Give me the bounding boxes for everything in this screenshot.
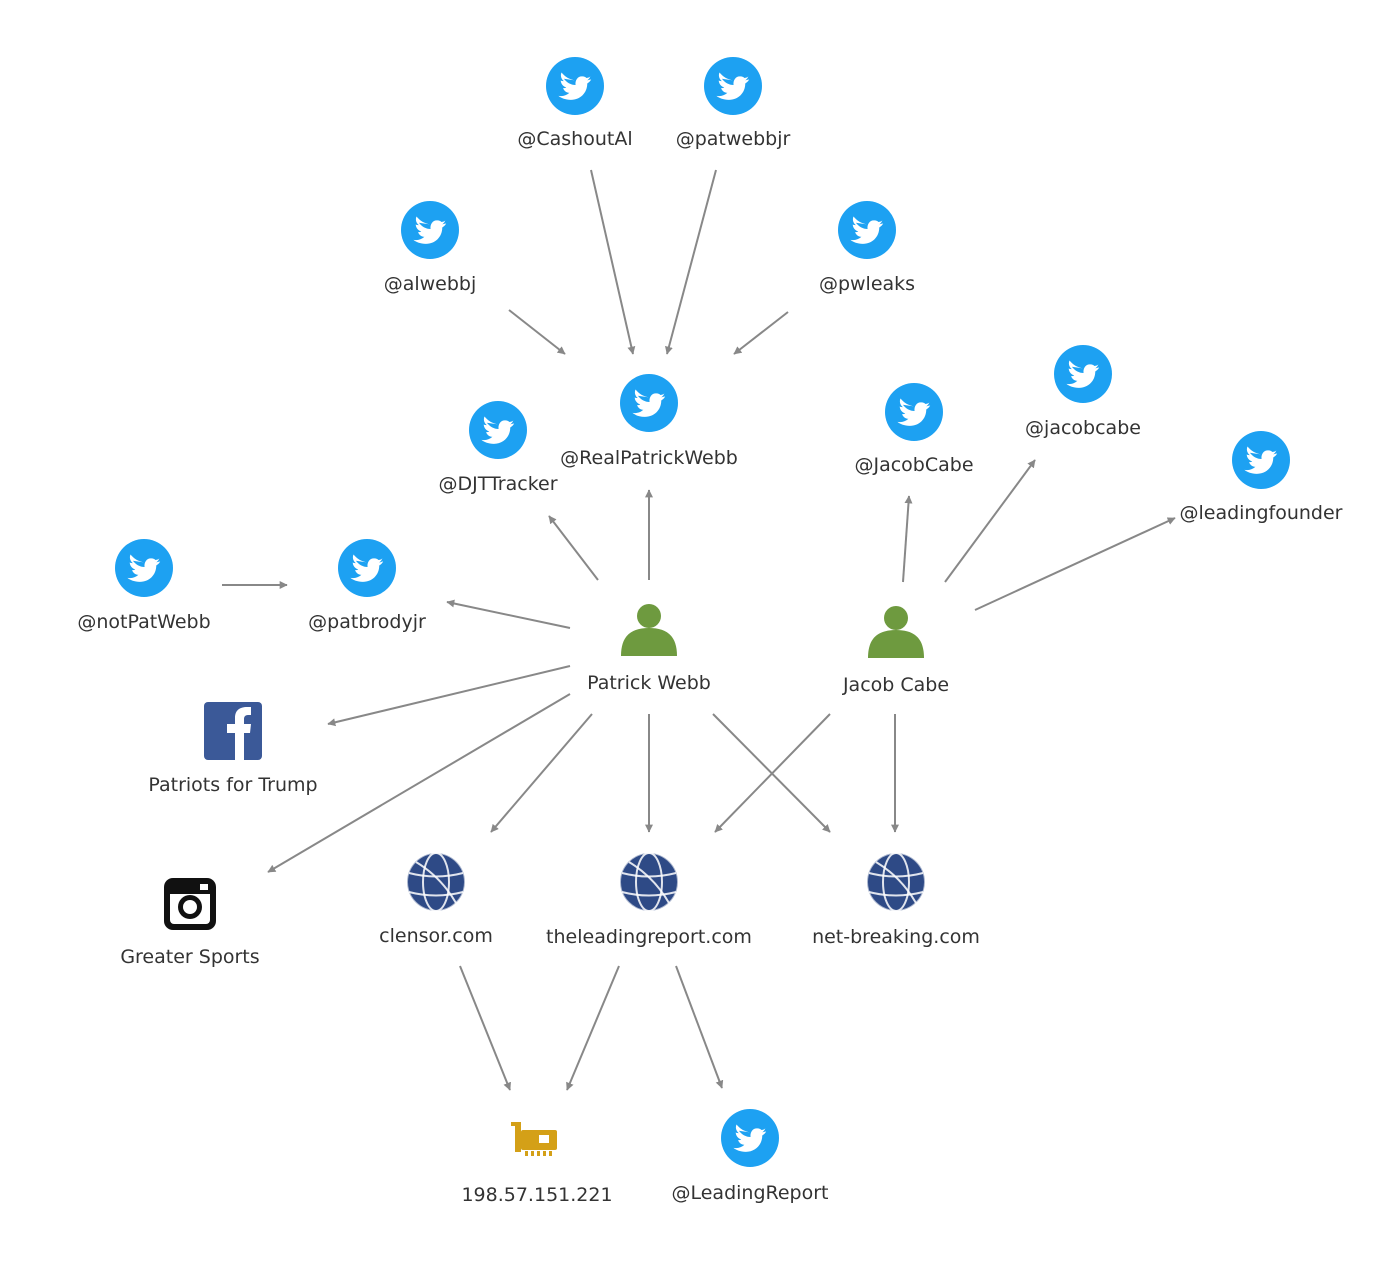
twitter-icon (1054, 345, 1112, 403)
edge-leadingreport-to-ip (566, 965, 620, 1091)
twitter-icon (401, 201, 459, 259)
twitter-icon (1232, 431, 1290, 489)
node-label: clensor.com (379, 925, 493, 947)
edge-patrickwebb-to-clensor (490, 713, 593, 833)
nodes-layer: @CashoutAl @patwebbjr @alwebbj @pwleaks @Rea… (77, 57, 1343, 1206)
node-jacobcabe_cap[interactable]: @JacobCabe (854, 383, 974, 476)
twitter-icon (115, 539, 173, 597)
person-icon (621, 604, 677, 656)
edge-patrickwebb-to-djttracker (548, 515, 599, 581)
edge-jacobcabe_person-to-jacobcabe_cap (902, 495, 913, 583)
twitter-icon (721, 1109, 779, 1167)
twitter-icon (885, 383, 943, 441)
node-notpatwebb[interactable]: @notPatWebb (77, 539, 211, 633)
node-alwebbj[interactable]: @alwebbj (384, 201, 477, 295)
node-label: @pwleaks (819, 273, 915, 295)
twitter-icon (469, 401, 527, 459)
node-label: 198.57.151.221 (461, 1184, 612, 1206)
globe-icon (866, 852, 926, 912)
edge-patrickwebb-to-greatersports (267, 693, 571, 873)
node-patwebbjr[interactable]: @patwebbjr (676, 57, 791, 150)
node-label: @jacobcabe (1025, 417, 1141, 439)
node-realpatrickwebb[interactable]: @RealPatrickWebb (560, 374, 738, 469)
edge-clensor-to-ip (459, 965, 511, 1091)
twitter-icon (704, 57, 762, 115)
node-label: Jacob Cabe (842, 674, 949, 696)
node-patrickwebb[interactable]: Patrick Webb (587, 604, 711, 694)
facebook-icon (204, 702, 262, 760)
edge-patrickwebb-to-patriots (327, 665, 571, 727)
node-label: @patwebbjr (676, 128, 791, 150)
node-patbrodyjr[interactable]: @patbrodyjr (308, 539, 426, 633)
node-label: Greater Sports (120, 946, 259, 968)
instagram-icon (164, 878, 216, 930)
globe-icon (619, 852, 679, 912)
globe-icon (406, 852, 466, 912)
network-card-icon (511, 1122, 557, 1156)
twitter-icon (546, 57, 604, 115)
node-label: Patrick Webb (587, 672, 711, 694)
edge-jacobcabe_person-to-jacobcabe_low (944, 459, 1036, 583)
edge-jacobcabe_person-to-leadingfounder (974, 517, 1176, 611)
node-leadingreport[interactable]: theleadingreport.com (546, 852, 752, 948)
node-label: @CashoutAl (517, 128, 632, 150)
node-label: net-breaking.com (812, 926, 980, 948)
node-label: @LeadingReport (671, 1182, 828, 1204)
node-clensor[interactable]: clensor.com (379, 852, 493, 947)
edge-leadingreport-to-leadingreport_tw (675, 965, 724, 1089)
node-label: @DJTTracker (438, 473, 557, 495)
node-greatersports[interactable]: Greater Sports (120, 878, 260, 968)
twitter-icon (838, 201, 896, 259)
node-label: @patbrodyjr (308, 611, 426, 633)
edge-jacobcabe_person-to-leadingreport (714, 713, 831, 833)
node-jacobcabe_person[interactable]: Jacob Cabe (842, 606, 949, 696)
person-icon (868, 606, 924, 658)
node-djttracker[interactable]: @DJTTracker (438, 401, 558, 495)
node-ip[interactable]: 198.57.151.221 (461, 1122, 613, 1206)
node-leadingfounder[interactable]: @leadingfounder (1179, 431, 1343, 524)
edge-alwebbj-to-realpatrickwebb (508, 309, 566, 355)
node-label: Patriots for Trump (148, 774, 317, 796)
node-label: @RealPatrickWebb (560, 447, 738, 469)
edge-patrickwebb-to-patbrodyjr (446, 599, 571, 629)
twitter-icon (338, 539, 396, 597)
edge-pwleaks-to-realpatrickwebb (733, 311, 789, 355)
node-pwleaks[interactable]: @pwleaks (819, 201, 915, 295)
node-jacobcabe_low[interactable]: @jacobcabe (1025, 345, 1141, 439)
node-label: @JacobCabe (854, 454, 973, 476)
edge-cashoutal-to-realpatrickwebb (590, 169, 636, 355)
node-label: @leadingfounder (1179, 502, 1342, 524)
node-cashoutal[interactable]: @CashoutAl (517, 57, 633, 150)
node-label: theleadingreport.com (546, 926, 752, 948)
edge-patwebbjr-to-realpatrickwebb (665, 169, 717, 355)
node-label: @notPatWebb (77, 611, 210, 633)
node-leadingreport_tw[interactable]: @LeadingReport (671, 1109, 829, 1204)
edges-layer (222, 169, 1176, 1091)
twitter-icon (620, 374, 678, 432)
node-netbreaking[interactable]: net-breaking.com (812, 852, 980, 948)
node-label: @alwebbj (384, 273, 477, 295)
node-patriots[interactable]: Patriots for Trump (148, 702, 318, 796)
